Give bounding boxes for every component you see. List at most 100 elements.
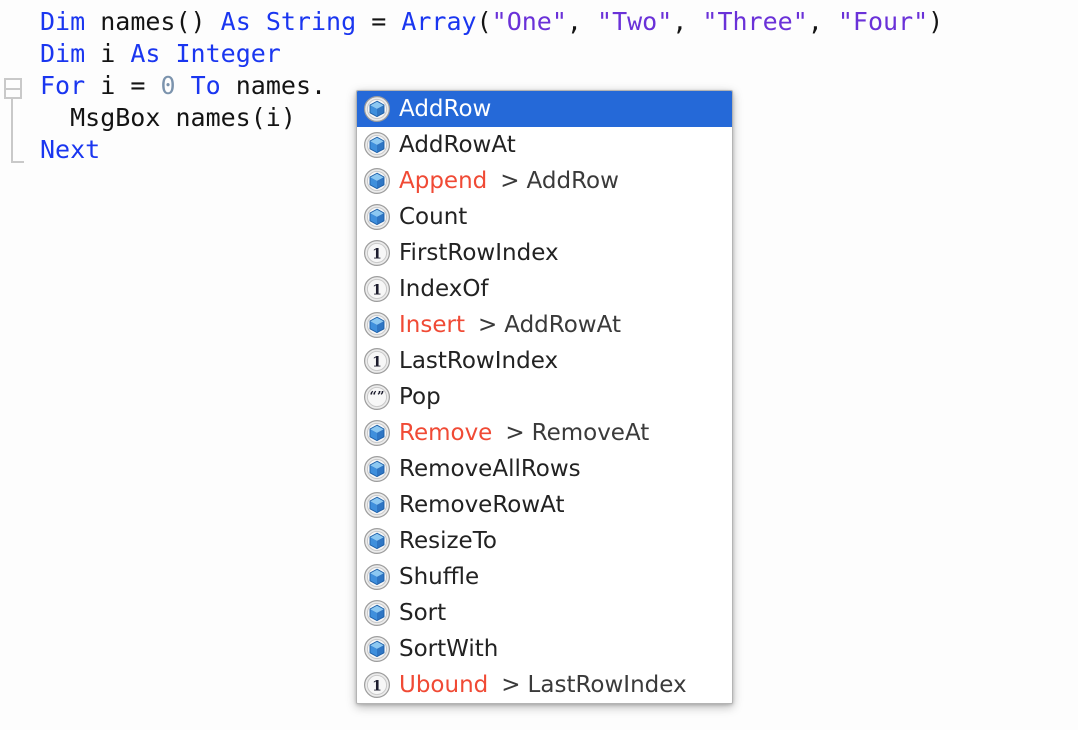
autocomplete-item-label: AddRow [399, 96, 492, 122]
autocomplete-item-replacement: >AddRow [500, 168, 619, 194]
code-token: i [85, 39, 131, 68]
code-text-area[interactable]: Dim names() As String = Array("One", "Tw… [40, 6, 943, 166]
code-fold-minus-icon[interactable] [4, 78, 22, 99]
autocomplete-item[interactable]: “” Pop [357, 379, 732, 415]
code-token: , [672, 7, 703, 36]
code-token [176, 71, 191, 100]
replacement-arrow-icon: > [505, 420, 525, 446]
replacement-arrow-icon: > [477, 312, 498, 338]
code-token: = [130, 71, 146, 100]
autocomplete-item[interactable]: Insert >AddRowAt [357, 307, 732, 343]
integer-icon: 1 [363, 239, 391, 267]
autocomplete-item-replacement: >LastRowIndex [501, 672, 686, 698]
code-line: Next [40, 134, 943, 166]
code-token: ) [928, 7, 944, 36]
code-token: "Three" [702, 7, 808, 36]
code-line: For i = 0 To names. [40, 70, 943, 102]
code-token [356, 7, 371, 36]
code-token [145, 71, 160, 100]
autocomplete-item-label: Ubound [399, 672, 489, 698]
code-token [251, 7, 266, 36]
code-token: Integer [175, 39, 281, 68]
code-token: Array [401, 7, 477, 36]
code-token: "Two" [597, 7, 673, 36]
autocomplete-item[interactable]: 1 FirstRowIndex [357, 235, 732, 271]
replacement-name: AddRowAt [504, 312, 621, 338]
cube-icon [363, 599, 391, 627]
autocomplete-item[interactable]: Append >AddRow [357, 163, 732, 199]
autocomplete-item-label: Append [399, 168, 488, 194]
autocomplete-item-label: Count [399, 204, 468, 230]
autocomplete-item-label: Insert [399, 312, 465, 338]
code-token: names. [235, 71, 327, 100]
replacement-name: LastRowIndex [527, 672, 687, 698]
string-icon: “” [363, 383, 391, 411]
cube-icon [363, 419, 391, 447]
svg-text:1: 1 [372, 283, 382, 299]
editor-gutter [0, 0, 36, 730]
cube-icon [363, 131, 391, 159]
autocomplete-item[interactable]: 1 IndexOf [357, 271, 732, 307]
autocomplete-item-label: AddRowAt [399, 132, 516, 158]
code-token: , [807, 7, 838, 36]
svg-text:1: 1 [372, 355, 382, 371]
code-fold-stem [11, 99, 13, 163]
autocomplete-item-label: FirstRowIndex [399, 240, 559, 266]
code-token: = [371, 7, 387, 36]
code-token: "Four" [837, 7, 929, 36]
autocomplete-item-label: IndexOf [399, 276, 489, 302]
autocomplete-item-label: LastRowIndex [399, 348, 559, 374]
cube-icon [363, 203, 391, 231]
autocomplete-item[interactable]: RemoveAllRows [357, 451, 732, 487]
cube-icon [363, 311, 391, 339]
code-token [85, 7, 100, 36]
autocomplete-item[interactable]: RemoveRowAt [357, 487, 732, 523]
autocomplete-item-replacement: >RemoveAt [505, 420, 649, 446]
autocomplete-item[interactable]: 1 LastRowIndex [357, 343, 732, 379]
autocomplete-item-label: SortWith [399, 636, 499, 662]
code-token [221, 71, 236, 100]
autocomplete-item-replacement: >AddRowAt [478, 312, 621, 338]
code-token: , [566, 7, 598, 36]
code-token [386, 7, 401, 36]
autocomplete-item[interactable]: Sort [357, 595, 732, 631]
cube-icon [363, 563, 391, 591]
code-token: "One" [491, 7, 567, 36]
code-token [160, 39, 175, 68]
autocomplete-item[interactable]: AddRowAt [357, 127, 732, 163]
code-line: MsgBox names(i) [40, 102, 943, 134]
cube-icon [363, 491, 391, 519]
autocomplete-item-label: RemoveRowAt [399, 492, 565, 518]
autocomplete-item[interactable]: Remove >RemoveAt [357, 415, 732, 451]
replacement-arrow-icon: > [500, 168, 520, 194]
code-token: As [220, 7, 251, 36]
cube-icon [363, 95, 391, 123]
autocomplete-item[interactable]: SortWith [357, 631, 732, 667]
autocomplete-item[interactable]: Count [357, 199, 732, 235]
cube-icon [363, 635, 391, 663]
code-token: MsgBox names(i) [40, 103, 296, 132]
code-token: 0 [160, 71, 176, 100]
code-line: Dim i As Integer [40, 38, 943, 70]
autocomplete-item[interactable]: ResizeTo [357, 523, 732, 559]
autocomplete-item[interactable]: AddRow [357, 91, 732, 127]
code-token: String [265, 7, 357, 36]
svg-text:“”: “” [370, 390, 385, 405]
autocomplete-item-label: Remove [399, 420, 493, 446]
code-token: As [130, 39, 161, 68]
cube-icon [363, 167, 391, 195]
autocomplete-item-label: Shuffle [399, 564, 480, 590]
replacement-arrow-icon: > [501, 672, 521, 698]
code-token: i [85, 71, 131, 100]
code-token: To [190, 71, 221, 100]
code-token: names() [100, 7, 206, 36]
autocomplete-item[interactable]: Shuffle [357, 559, 732, 595]
code-token: Dim [40, 39, 86, 68]
code-token: ( [476, 7, 492, 36]
integer-icon: 1 [363, 347, 391, 375]
autocomplete-item-label: Pop [399, 384, 441, 410]
